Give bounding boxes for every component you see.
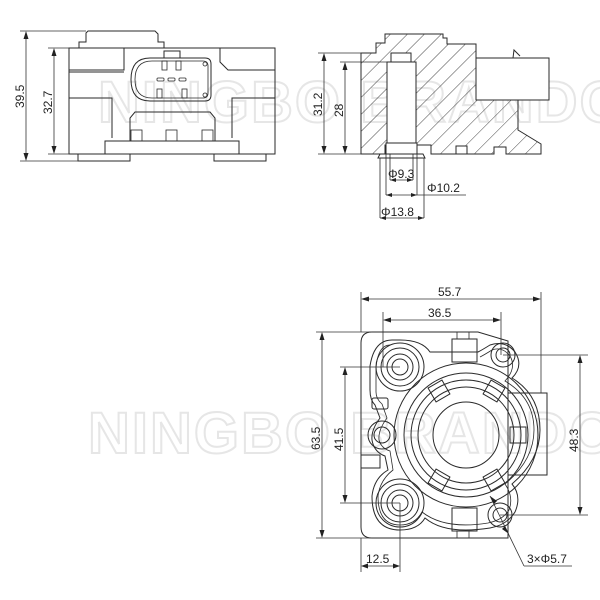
front-top-cap xyxy=(78,30,165,49)
housing-outline xyxy=(369,339,541,531)
dim-hole-spacing-vertical-left: 41.5 xyxy=(332,427,346,451)
front-view xyxy=(68,30,276,162)
connector-housing xyxy=(130,57,212,102)
dim-body-height: 32.7 xyxy=(41,90,55,114)
foot-left xyxy=(77,153,131,162)
dim-bottom-overall-height: 63.5 xyxy=(309,426,323,450)
ring-tab-4 xyxy=(427,468,451,492)
watermark: NINGBO BRANDO NINGBO BRANDO xyxy=(87,69,600,467)
terminal-block xyxy=(129,111,216,141)
watermark-bottom: NINGBO BRANDO xyxy=(88,401,600,466)
ring-tab-3 xyxy=(509,426,527,444)
bottom-view-dimensions: 55.7 36.5 63.5 41.5 48.3 12.5 xyxy=(309,285,588,572)
connector-latch xyxy=(163,50,181,59)
dim-bore-mid: Φ10.2 xyxy=(427,181,460,195)
connector-extension xyxy=(475,57,550,101)
center-bore xyxy=(432,401,500,469)
section-view xyxy=(360,33,550,218)
side-block xyxy=(507,392,548,476)
ring-tab-5 xyxy=(482,468,506,492)
dim-hole-spacing-horizontal: 36.5 xyxy=(428,306,452,320)
dim-mounting-holes: 3×Φ5.7 xyxy=(527,552,567,566)
outer-ring xyxy=(393,362,539,508)
ring-tab-2 xyxy=(482,379,506,403)
dim-hole-offset-left: 12.5 xyxy=(366,552,390,566)
ring-tab-1 xyxy=(427,379,451,403)
bottom-tab xyxy=(451,507,478,532)
front-view-dimensions: 39.5 32.7 xyxy=(13,30,86,162)
bore xyxy=(386,61,417,146)
front-right-panel xyxy=(219,47,275,71)
slot xyxy=(371,397,389,410)
boss-mid-left xyxy=(367,420,397,450)
connector-latch-tip xyxy=(512,48,521,59)
dim-bore-flange: Φ13.8 xyxy=(381,205,414,219)
bore-flange xyxy=(377,153,426,159)
foot-right xyxy=(213,153,267,162)
dim-bottom-overall-width: 55.7 xyxy=(438,285,462,299)
base-plate xyxy=(104,140,240,155)
dim-section-outer-height: 31.2 xyxy=(311,92,325,116)
front-left-panel xyxy=(69,47,125,71)
dim-hole-spacing-vertical-right: 48.3 xyxy=(567,428,581,452)
dim-bore-small: Φ9.3 xyxy=(388,167,415,181)
section-view-dimensions: 31.2 28 Φ9.3 Φ10.2 Φ13.8 xyxy=(311,52,466,220)
dim-overall-height: 39.5 xyxy=(13,84,27,108)
bottom-plate xyxy=(360,331,509,539)
dim-section-inner-height: 28 xyxy=(332,103,346,117)
top-tab xyxy=(451,338,478,363)
